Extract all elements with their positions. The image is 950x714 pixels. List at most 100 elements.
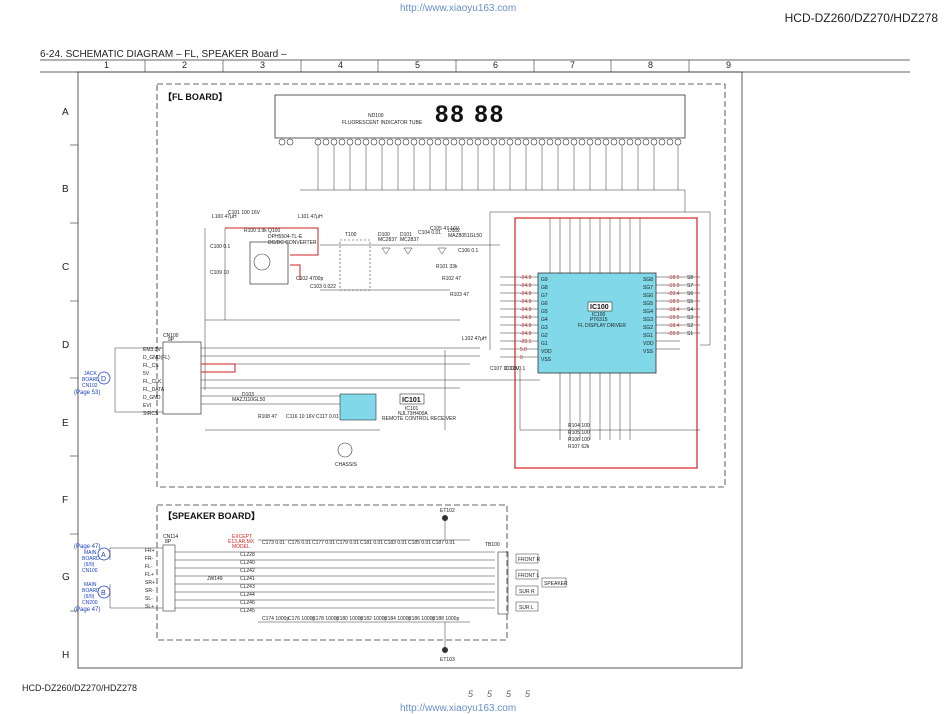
fl-parts: L100 47μH C101 100 16V L101 47μH R100 3.…	[210, 210, 590, 450]
column-number: 5	[415, 60, 421, 70]
speaker-note: E13,AR,MX	[228, 539, 255, 545]
ic100-pin-label: G2	[541, 333, 548, 339]
schematic-label: CL241	[240, 576, 255, 582]
nd100-ref: ND100	[368, 113, 384, 119]
schematic-label: C175 0.01	[288, 540, 311, 546]
schematic-label: (Page 53)	[74, 390, 100, 396]
ic100-pin-label: VDD	[541, 349, 552, 355]
cn114-connector	[162, 544, 176, 612]
voltage-label: -24.9	[520, 299, 532, 305]
column-number: 1	[104, 60, 110, 70]
schematic-label: C180 1000p	[336, 616, 363, 622]
ic101-num: NJL73H400A	[398, 411, 428, 417]
t100-ref: T100	[345, 232, 357, 238]
q100-converter	[249, 241, 289, 285]
signal-label: D_GND(FL)	[143, 355, 170, 361]
voltage-label: -24.9	[520, 275, 532, 281]
voltage-label: 5.0	[520, 347, 527, 353]
chassis-label: CHASSIS	[335, 462, 358, 468]
d103-part: MAZJ110GL50	[232, 397, 265, 403]
speaker-note: MODEL	[232, 544, 250, 550]
fl-board-outline	[156, 83, 726, 488]
schematic-label: C173 0.01	[262, 540, 285, 546]
q100-desc: DC/DC CONVERTER	[268, 240, 317, 246]
schematic-label: FR+	[145, 548, 155, 554]
ic100-pin-label: G8	[541, 285, 548, 291]
schematic-label: SL+	[145, 604, 154, 610]
schematic-label: CL244	[240, 592, 255, 598]
schematic-label: (Page 47)	[74, 607, 100, 613]
footer-url[interactable]: http://www.xiaoyu163.com	[400, 703, 517, 714]
schematic-label: FR-	[145, 556, 154, 562]
tb100-ref: TB100	[485, 542, 500, 548]
schematic-label: CL243	[240, 584, 255, 590]
main-b-ref: MAIN BOARD (9/9) CN200 (Page 47)	[74, 582, 100, 613]
part-label: R103 47	[450, 292, 469, 298]
part-label: C103 0.022	[310, 284, 336, 290]
ic100-red-net	[514, 217, 698, 469]
signal-label: 5V	[143, 371, 150, 377]
d101-ref: D101	[400, 232, 412, 238]
voltage-label: -18.4	[668, 323, 680, 329]
ic101-chip	[339, 393, 377, 421]
schematic-label: SUR R	[519, 589, 535, 595]
net-label: S1	[687, 331, 693, 337]
signal-label: SIRCS	[143, 411, 159, 417]
ic100-ref: IC100	[590, 304, 609, 311]
schematic-label: CL246	[240, 600, 255, 606]
fl-board-title: 【FL BOARD】	[163, 92, 227, 102]
voltage-label: -24.9	[520, 323, 532, 329]
row-letter: D	[62, 340, 70, 351]
ic100-pin-label: G9	[541, 277, 548, 283]
ic100-pin-label: VSS	[541, 357, 552, 363]
footer-pages: 5555	[468, 690, 544, 699]
net-label: S8	[687, 275, 693, 281]
nd100-name: FLUORESCENT INDICATOR TUBE	[342, 120, 423, 126]
net-label: S5	[687, 299, 693, 305]
ic100-left-voltages: -24.9 -24.9 -24.9 -24.9 -24.9 -24.9 -24.…	[520, 275, 532, 361]
header-url[interactable]: http://www.xiaoyu163.com	[400, 3, 517, 14]
main-a-ref: (Page 47) MAIN BOARD (9/9) CN100	[74, 544, 100, 574]
main-a-badge-letter: A	[101, 552, 106, 559]
part-label: L101 47μH	[298, 214, 323, 220]
part-label: C107 10 16V	[490, 366, 520, 372]
schematic-label: C179 0.01	[336, 540, 359, 546]
schematic-label: CL228	[240, 552, 255, 558]
cn114-pins: 8P	[165, 539, 172, 545]
part-label: C116 10 16V	[286, 414, 315, 420]
schematic-label: CL240	[240, 560, 255, 566]
schematic-label: CL245	[240, 608, 255, 614]
schematic-label: CL242	[240, 568, 255, 574]
column-number: 4	[338, 60, 344, 70]
cn100-pins: 9P	[168, 337, 175, 343]
ic100-pin-label: SG7	[643, 285, 653, 291]
schematic-label: BOARD	[82, 588, 100, 594]
cn114-signals: FR+ FR- FL- FL+ SR+ SR- SL- SL+	[145, 548, 155, 610]
part-label: C101 100 16V	[228, 210, 261, 216]
schematic-label: C187 0.01	[432, 540, 455, 546]
cn100-connector	[162, 341, 202, 415]
speaker-board-outline	[156, 504, 508, 641]
voltage-label: -20.1	[520, 339, 532, 345]
jack-badge	[97, 371, 111, 385]
cn114-ref: CN114	[163, 534, 178, 540]
part-label: R106 100	[568, 437, 590, 443]
ic100-pin-label: G4	[541, 317, 548, 323]
ic100-pin-label: SG1	[643, 333, 653, 339]
signal-label: EM3.3V	[143, 347, 161, 353]
chassis-ground	[337, 442, 353, 458]
nd100-pins	[278, 138, 682, 146]
speaker-caps-bottom: C174 1000p C176 1000p C178 1000p C180 10…	[262, 616, 459, 622]
schematic-label: C188 1000p	[432, 616, 459, 622]
ic101-desc: REMOTE CONTROL RECEIVER	[382, 416, 456, 422]
voltage-label: -18.5	[668, 299, 680, 305]
speaker-caps-top: C173 0.01 C175 0.01 C177 0.01 C179 0.01 …	[262, 540, 455, 546]
row-letter: E	[62, 418, 69, 429]
part-label: C105 47 16V	[430, 226, 460, 232]
schematic-label: (9/9)	[84, 562, 95, 568]
schematic-label: CN102	[82, 383, 98, 389]
voltage-label: 0	[520, 355, 523, 361]
q100-part: DPH5504-TL-E	[268, 234, 303, 240]
schematic-label: FRONT R	[518, 557, 541, 563]
